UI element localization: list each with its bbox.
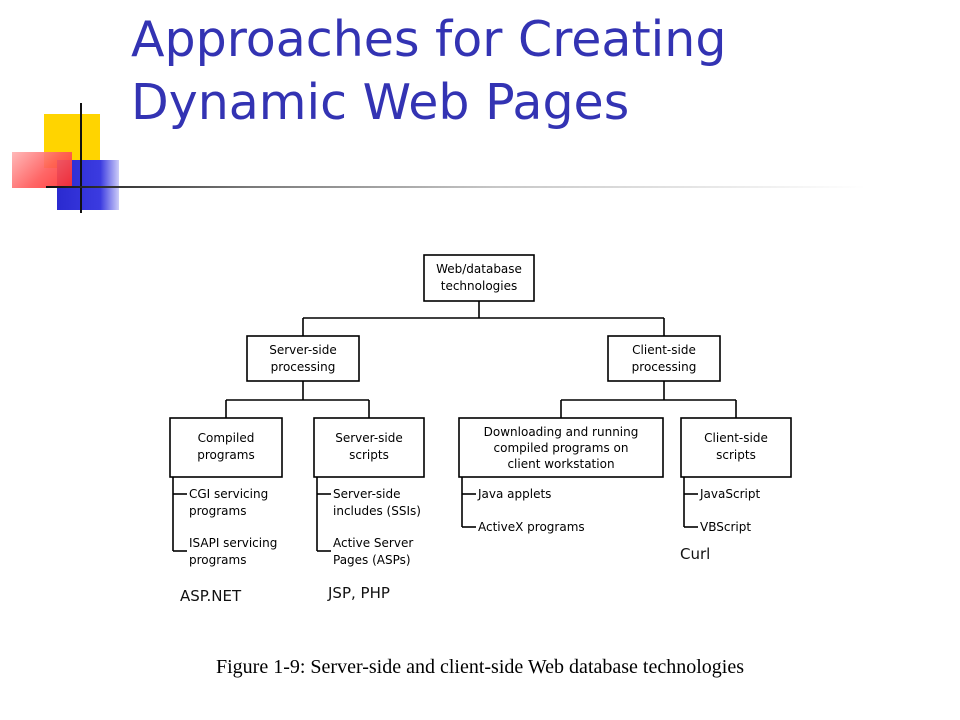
- slide-title: Approaches for Creating Dynamic Web Page…: [131, 8, 931, 134]
- leaf-asp-line-1: Active Server: [333, 536, 413, 550]
- leaf-isapi-line-2: programs: [189, 553, 246, 567]
- annotation-curl: Curl: [680, 545, 711, 563]
- box-client-side-line-1: Client-side: [632, 343, 696, 357]
- title-underline-rule: [46, 186, 866, 188]
- box-compiled-programs: Compiled programs: [169, 417, 283, 478]
- box-downloading-compiled-programs: Downloading and running compiled program…: [458, 417, 664, 478]
- box-server-side-line-2: processing: [271, 360, 336, 374]
- box-compiled-line-1: Compiled: [198, 431, 255, 445]
- leaf-vbscript: VBScript: [700, 520, 751, 534]
- leaves-downloading: Java applets ActiveX programs: [477, 487, 585, 534]
- figure-caption: Figure 1-9: Server-side and client-side …: [215, 656, 744, 678]
- annotation-aspnet: ASP.NET: [180, 587, 242, 605]
- leaf-java-applets: Java applets: [477, 487, 551, 501]
- leaf-javascript: JavaScript: [699, 487, 760, 501]
- title-line-1: Approaches for Creating: [131, 11, 727, 68]
- vertical-rule-decoration: [80, 103, 82, 213]
- leaf-asp-line-2: Pages (ASPs): [333, 553, 411, 567]
- box-client-side-scripts: Client-side scripts: [680, 417, 792, 478]
- red-square-decoration: [12, 152, 72, 188]
- box-root-line-1: Web/database: [436, 262, 522, 276]
- leaf-cgi-line-1: CGI servicing: [189, 487, 268, 501]
- box-server-scripts-line-1: Server-side: [335, 431, 403, 445]
- box-client-scripts-line-2: scripts: [716, 448, 756, 462]
- box-server-side-processing: Server-side processing: [246, 335, 360, 382]
- box-downloading-line-1: Downloading and running: [484, 425, 639, 439]
- title-line-2: Dynamic Web Pages: [131, 74, 630, 131]
- leaf-isapi-line-1: ISAPI servicing: [189, 536, 277, 550]
- box-web-database-technologies: Web/database technologies: [423, 254, 535, 302]
- leaf-activex-programs: ActiveX programs: [478, 520, 585, 534]
- leaf-cgi-line-2: programs: [189, 504, 246, 518]
- box-server-side-line-1: Server-side: [269, 343, 337, 357]
- leaves-server-side-scripts: Server-side includes (SSIs) Active Serve…: [333, 487, 421, 567]
- leaves-compiled-programs: CGI servicing programs ISAPI servicing p…: [189, 487, 277, 567]
- connectors: [172, 301, 737, 552]
- box-client-scripts-line-1: Client-side: [704, 431, 768, 445]
- leaf-ssi-line-2: includes (SSIs): [333, 504, 421, 518]
- box-server-side-scripts: Server-side scripts: [313, 417, 425, 478]
- box-client-side-processing: Client-side processing: [607, 335, 721, 382]
- leaves-client-side-scripts: JavaScript VBScript: [699, 487, 760, 534]
- annotation-jsp-php: JSP, PHP: [328, 584, 390, 602]
- box-root-line-2: technologies: [441, 279, 518, 293]
- box-client-side-line-2: processing: [632, 360, 697, 374]
- box-server-scripts-line-2: scripts: [349, 448, 389, 462]
- box-downloading-line-3: client workstation: [507, 457, 614, 471]
- box-compiled-line-2: programs: [197, 448, 254, 462]
- box-downloading-line-2: compiled programs on: [494, 441, 629, 455]
- leaf-ssi-line-1: Server-side: [333, 487, 401, 501]
